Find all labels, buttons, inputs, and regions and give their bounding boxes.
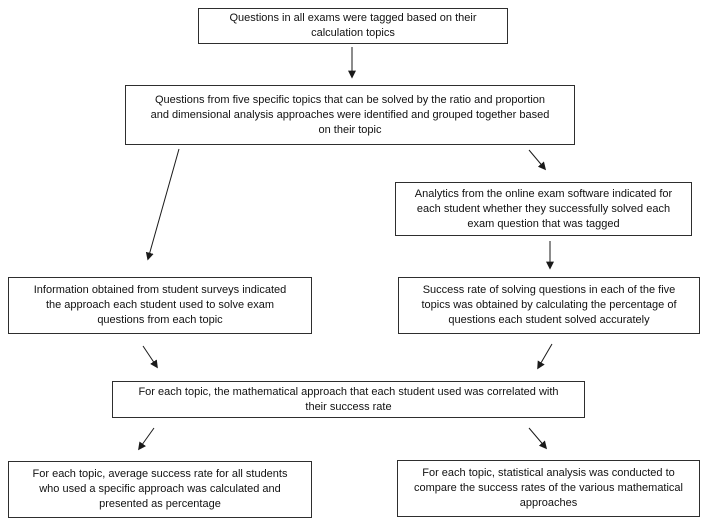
flow-node-success-rate-label: Success rate of solving questions in eac… — [421, 284, 677, 326]
flow-node-tag-questions-label: Questions in all exams were tagged based… — [229, 12, 477, 39]
arrow-group-topics-to-exam-analytics — [528, 149, 547, 171]
arrow-success-rate-to-correlation — [537, 343, 553, 370]
arrow-student-surveys-to-correlation — [142, 345, 158, 369]
flow-node-tag-questions: Questions in all exams were tagged based… — [198, 8, 508, 44]
flow-node-average-success-rate-label: For each topic, average success rate for… — [32, 468, 288, 510]
flow-node-statistical-analysis: For each topic, statistical analysis was… — [397, 460, 700, 517]
flow-node-average-success-rate: For each topic, average success rate for… — [8, 461, 312, 518]
flow-node-student-surveys: Information obtained from student survey… — [8, 277, 312, 334]
flow-node-student-surveys-label: Information obtained from student survey… — [33, 284, 287, 326]
arrow-group-topics-to-student-surveys — [145, 148, 180, 261]
flow-node-success-rate: Success rate of solving questions in eac… — [398, 277, 700, 334]
flow-node-correlation-label: For each topic, the mathematical approac… — [138, 385, 559, 413]
arrow-correlation-to-average-success-rate — [138, 427, 155, 451]
flow-node-exam-analytics-label: Analytics from the online exam software … — [414, 187, 673, 230]
flow-node-group-topics: Questions from five specific topics that… — [125, 85, 575, 145]
flow-node-group-topics-label: Questions from five specific topics that… — [150, 93, 550, 136]
flow-node-exam-analytics: Analytics from the online exam software … — [395, 182, 692, 236]
flow-node-correlation: For each topic, the mathematical approac… — [112, 381, 585, 418]
flow-node-statistical-analysis-label: For each topic, statistical analysis was… — [413, 467, 683, 509]
arrow-correlation-to-statistical-analysis — [528, 427, 548, 450]
